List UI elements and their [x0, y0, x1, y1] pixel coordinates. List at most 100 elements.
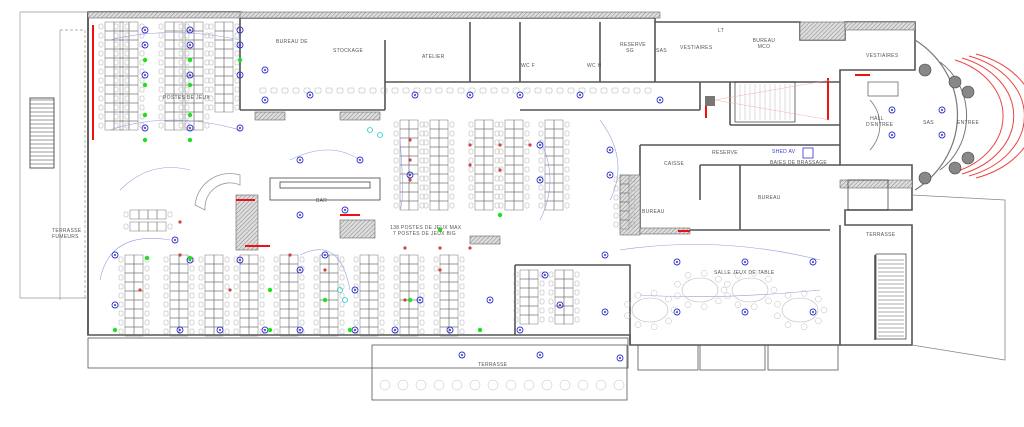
chair	[139, 95, 145, 102]
desk	[504, 155, 515, 166]
light-fixture-dot	[941, 134, 943, 136]
light-fixture-icon	[306, 91, 314, 99]
chair	[538, 166, 544, 173]
chair	[419, 319, 425, 326]
desk	[399, 173, 410, 184]
desk	[214, 93, 225, 104]
table-chair	[774, 312, 781, 320]
chair	[433, 283, 439, 290]
desk	[513, 164, 524, 175]
desk	[119, 111, 130, 122]
light-fixture-icon	[741, 308, 749, 316]
chair	[299, 301, 305, 308]
chair	[234, 32, 240, 39]
desk	[288, 308, 299, 319]
chair	[524, 139, 530, 146]
room-salle-jeux-table: SALLE JEUX DE TABLE	[714, 270, 775, 276]
desk	[359, 299, 370, 310]
av-unit	[705, 96, 715, 106]
desk	[429, 164, 440, 175]
chair	[198, 319, 204, 326]
light-fixture-icon	[186, 41, 194, 49]
terrace-seat	[451, 379, 463, 391]
lighting-circuit	[109, 32, 241, 41]
desk	[474, 200, 485, 211]
chair	[524, 130, 530, 137]
chair	[198, 310, 204, 317]
light-fixture-icon	[606, 146, 614, 154]
chair	[630, 221, 636, 228]
room-bureau: BUREAU	[758, 195, 781, 201]
light-fixture-dot	[179, 329, 181, 331]
chair	[393, 193, 399, 200]
chair	[208, 104, 214, 111]
table-chair	[624, 312, 631, 320]
chair	[494, 202, 500, 209]
desk	[528, 305, 539, 316]
light-fixture-icon	[236, 124, 244, 132]
desk	[128, 39, 139, 50]
desk	[193, 111, 204, 122]
desk	[429, 191, 440, 202]
desk	[528, 314, 539, 325]
chair	[379, 310, 385, 317]
chair	[419, 121, 425, 128]
desk	[563, 314, 574, 325]
desk	[133, 326, 144, 337]
desk	[328, 272, 339, 283]
desk	[448, 299, 459, 310]
chair	[353, 319, 359, 326]
desk	[504, 182, 515, 193]
desk	[248, 290, 259, 301]
desk	[113, 84, 124, 95]
room-bureau-small: BUREAU	[642, 209, 665, 215]
desk	[448, 290, 459, 301]
chair	[564, 121, 570, 128]
chair	[524, 121, 530, 128]
chair	[433, 310, 439, 317]
chair	[273, 310, 279, 317]
terrace-fumeurs-outline	[19, 11, 88, 300]
chair	[433, 328, 439, 335]
desk	[448, 263, 459, 274]
desk	[164, 21, 175, 32]
desk	[544, 155, 555, 166]
table-chair	[765, 297, 772, 305]
desk	[178, 263, 189, 274]
light-fixture-dot	[676, 261, 678, 263]
chair	[163, 256, 169, 263]
desk	[328, 308, 339, 319]
light-fixture-dot	[344, 209, 346, 211]
chair	[538, 202, 544, 209]
desk	[239, 263, 250, 274]
desk	[178, 290, 189, 301]
light-fixture-icon	[938, 106, 946, 114]
desk	[128, 66, 139, 77]
desk	[204, 281, 215, 292]
light-fixture-icon	[536, 351, 544, 359]
desk	[104, 84, 115, 95]
table-chair	[684, 301, 692, 308]
table-chair	[674, 280, 681, 288]
green-marker	[497, 212, 503, 218]
chair	[423, 157, 429, 164]
light-fixture-dot	[354, 329, 356, 331]
desk	[328, 263, 339, 274]
light-fixture-icon	[741, 258, 749, 266]
desk	[248, 281, 259, 292]
desk	[399, 272, 410, 283]
chair	[224, 265, 230, 272]
desk	[553, 191, 564, 202]
desk	[359, 281, 370, 292]
desk	[448, 272, 459, 283]
light-fixture-icon	[888, 131, 896, 139]
desk	[513, 155, 524, 166]
light-fixture-dot	[394, 329, 396, 331]
chair	[139, 50, 145, 57]
desk	[368, 308, 379, 319]
desk	[474, 182, 485, 193]
desk	[504, 146, 515, 157]
chair	[419, 175, 425, 182]
desk	[169, 263, 180, 274]
